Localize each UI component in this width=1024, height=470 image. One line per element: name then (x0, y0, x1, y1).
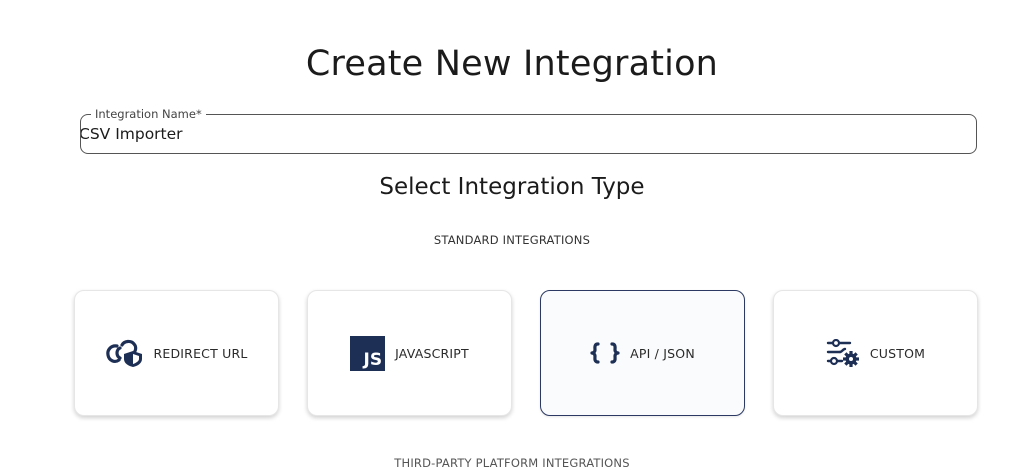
card-label: API / JSON (630, 345, 695, 361)
card-label: REDIRECT URL (153, 345, 248, 361)
card-javascript[interactable]: JS JAVASCRIPT (307, 290, 512, 416)
integration-name-input[interactable] (81, 115, 976, 153)
page-title: Create New Integration (305, 44, 719, 84)
integration-name-field[interactable]: Integration Name* (80, 107, 977, 154)
curly-braces-icon (590, 342, 620, 364)
javascript-icon: JS (350, 335, 386, 371)
card-custom[interactable]: CUSTOM (773, 290, 978, 416)
sliders-gear-icon (826, 339, 860, 367)
card-label: JAVASCRIPT (395, 345, 469, 361)
link-shield-icon (105, 339, 143, 367)
select-type-heading: Select Integration Type (379, 174, 645, 200)
card-label: CUSTOM (869, 345, 926, 361)
card-api-json[interactable]: API / JSON (540, 290, 745, 416)
standard-integrations-label: STANDARD INTEGRATIONS (433, 233, 591, 247)
third-party-integrations-label: THIRD-PARTY PLATFORM INTEGRATIONS (394, 456, 630, 470)
card-redirect-url[interactable]: REDIRECT URL (74, 290, 279, 416)
